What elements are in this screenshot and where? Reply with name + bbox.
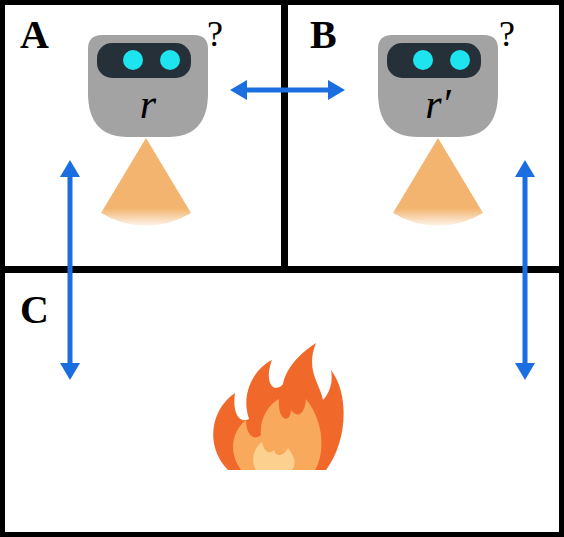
fire-symbol: [213, 343, 343, 470]
question-mark: ?: [499, 14, 515, 54]
robot-name: r′: [378, 83, 498, 125]
robot-node: r: [88, 35, 208, 137]
sensor-cone: [393, 138, 483, 226]
move-arrow: [60, 160, 80, 380]
room-box: Ar: [0, 0, 288, 273]
move-arrow: [230, 80, 345, 100]
robot-node: r′: [378, 35, 498, 137]
room-letter: B: [310, 13, 337, 57]
room-box: C: [0, 266, 564, 537]
room-letter: A: [20, 13, 49, 57]
room-box: Br′: [281, 0, 564, 273]
room-letter: C: [20, 288, 49, 332]
sensor-cone: [101, 138, 191, 226]
question-mark: ?: [207, 14, 223, 54]
robot-name: r: [88, 83, 208, 125]
move-arrow: [515, 160, 535, 380]
